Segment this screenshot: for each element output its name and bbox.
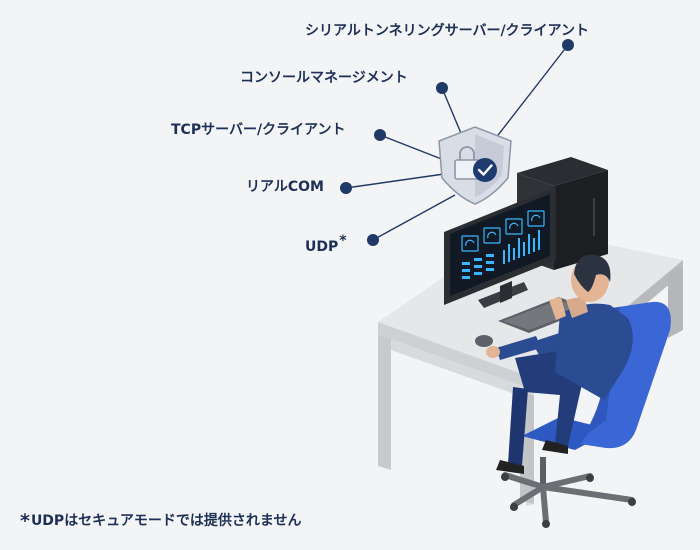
screen-bars <box>462 230 540 279</box>
label-tcp-server-client: TCPサーバー/クライアント <box>171 122 346 138</box>
footnote: *UDPはセキュアモードでは提供されません <box>20 508 302 532</box>
dot-serial <box>562 39 574 51</box>
dot-console <box>436 82 448 94</box>
dot-tcp <box>374 129 386 141</box>
label-real-com: リアルCOM <box>246 179 324 195</box>
label-udp-marker: * <box>339 233 347 249</box>
label-console-management: コンソールマネージメント <box>240 70 408 86</box>
connector-udp <box>372 194 456 241</box>
monitor <box>444 187 556 308</box>
connector-console <box>441 87 464 139</box>
screen-dashboard <box>461 210 545 252</box>
connector-dots <box>340 39 574 246</box>
label-udp: UDP* <box>305 234 347 255</box>
connector-realcom <box>345 173 445 189</box>
shield-lock-check-icon <box>438 126 512 205</box>
connector-tcp <box>379 134 445 161</box>
footnote-marker: * <box>20 510 30 532</box>
connector-serial <box>487 44 569 149</box>
connector-lines <box>345 44 569 241</box>
footnote-text: UDPはセキュアモードでは提供されません <box>30 513 302 529</box>
person <box>486 254 633 474</box>
label-udp-text: UDP <box>305 239 339 255</box>
label-serial-tunneling: シリアルトンネリングサーバー/クライアント <box>305 23 589 39</box>
dot-realcom <box>340 182 352 194</box>
mouse <box>475 335 493 347</box>
dot-udp <box>367 234 379 246</box>
